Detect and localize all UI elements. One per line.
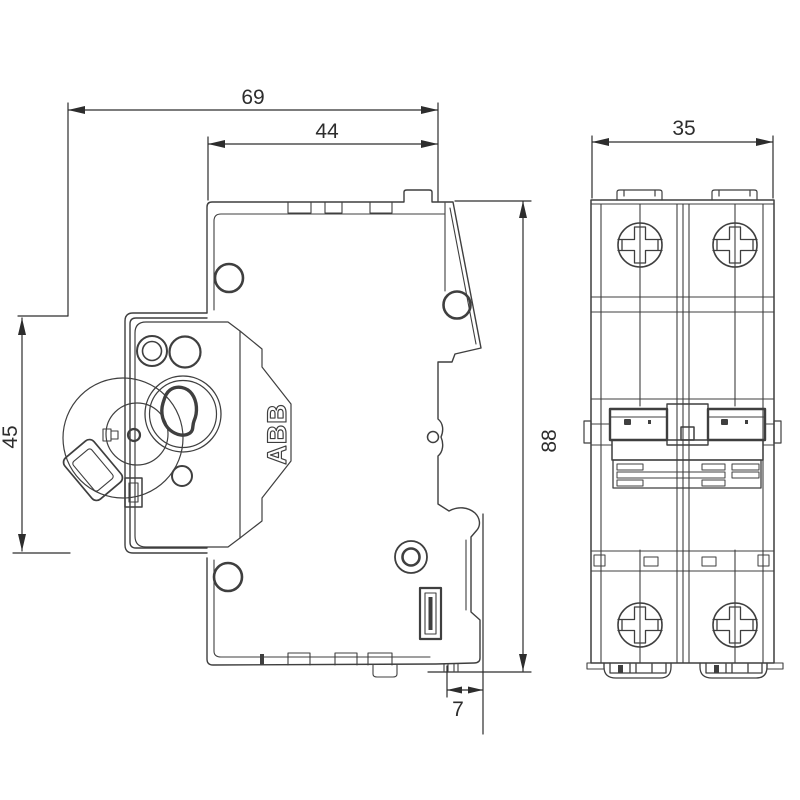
toggle-dot-right [721, 419, 728, 425]
side-inner-wall [213, 202, 477, 658]
toggle-handle [62, 438, 124, 502]
front-foot-right-tick [714, 665, 719, 673]
dimensions: 69 44 45 88 7 35 [0, 86, 774, 735]
face-latch-inner [128, 482, 139, 503]
dimension-label-88: 88 [538, 429, 561, 452]
front-vertical-lines [600, 203, 764, 664]
toggle-clasp [102, 428, 119, 442]
screw-top-left-cross [617, 226, 663, 264]
slotted-plate-slots [616, 463, 760, 487]
front-foot-right [699, 662, 768, 679]
screw-top-left [617, 222, 663, 268]
din-slider-core [428, 597, 433, 630]
rivet-bottom-right-inner [401, 547, 421, 567]
dimension-69: 69 [67, 86, 439, 317]
screw-top-right [712, 222, 758, 268]
face-hole-small [171, 465, 193, 487]
face-hole-ringed-inner [141, 340, 163, 362]
tie-bar [666, 403, 709, 446]
side-top-notches [287, 201, 393, 214]
dimension-label-69: 69 [241, 86, 264, 109]
toggle-knob-outer [144, 375, 222, 453]
dimension-label-35: 35 [672, 117, 695, 140]
toggle-tick-right [745, 420, 748, 424]
din-slider-outer [418, 586, 443, 641]
side-face-plate [134, 321, 241, 548]
front-corner-stubs [586, 662, 784, 670]
face-hole-ringed [136, 335, 168, 367]
rivet-bottom-right-outer [394, 540, 428, 574]
screw-top-right-cross [712, 226, 758, 264]
rivet-top-right [442, 290, 472, 320]
side-bottom-tick [260, 654, 264, 665]
front-horizontal-lines [590, 296, 775, 572]
toggle-pivot-disc [105, 402, 169, 466]
rivet-bottom-left [212, 561, 244, 593]
side-bottom-notches [287, 652, 459, 678]
side-front-panel [124, 312, 208, 554]
front-foot-left [603, 662, 672, 679]
dimension-35: 35 [591, 117, 774, 199]
dimension-label-44: 44 [315, 120, 339, 143]
rail-lock-hole [426, 430, 440, 444]
toggle-sweep-circle [62, 377, 184, 499]
screw-bottom-right-cross [712, 606, 758, 644]
rivet-top-left [213, 262, 245, 294]
dimension-7: 7 [446, 513, 484, 735]
screw-bottom-left [617, 602, 663, 648]
toggle-dot-left [624, 419, 631, 425]
toggle-tick-left [648, 420, 651, 424]
dimension-label-7: 7 [452, 698, 464, 721]
front-top-tabs [616, 189, 758, 201]
lock-bar [611, 439, 764, 461]
toggle-window-left [608, 407, 669, 442]
dimension-45: 45 [0, 315, 71, 554]
dimension-label-45: 45 [0, 425, 22, 448]
side-clip-right [773, 420, 782, 444]
front-view [583, 189, 784, 679]
side-body-outline [206, 189, 482, 666]
screw-bottom-right [712, 602, 758, 648]
toggle-window-lines [590, 416, 775, 446]
front-foot-left-tick [618, 665, 623, 673]
dimension-88: 88 [427, 200, 561, 673]
screw-bottom-left-cross [617, 606, 663, 644]
din-slider-mid [424, 592, 437, 635]
toggle-knob-blob [160, 385, 199, 437]
side-clip-left [583, 420, 592, 444]
toggle-knob-inner [148, 379, 218, 449]
dimension-44: 44 [207, 120, 439, 201]
abb-logo-text: ABB [262, 403, 292, 465]
lower-block-ticks [593, 554, 770, 567]
side-hex-bump [239, 330, 292, 539]
slotted-plate [612, 459, 762, 489]
face-latch [124, 477, 143, 508]
face-hole-plain [168, 335, 202, 369]
toggle-window-right [706, 407, 767, 442]
toggle-pivot-hole [126, 427, 142, 443]
side-view: ABB [62, 189, 482, 678]
